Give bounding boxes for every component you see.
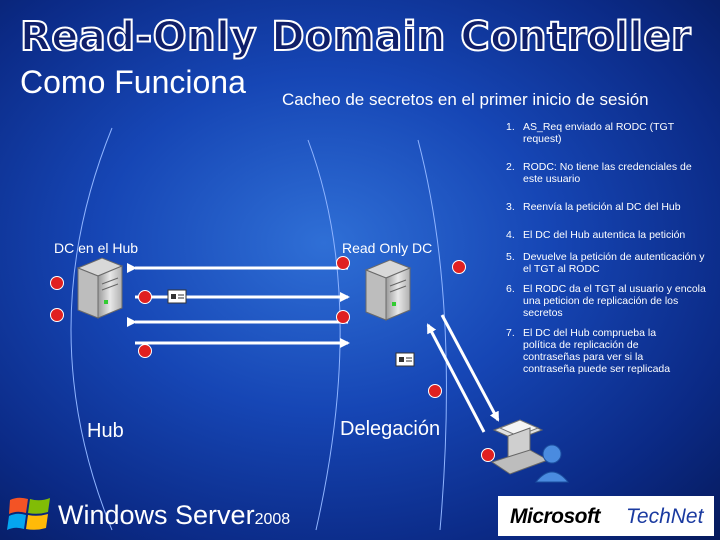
step-text: Reenvía la petición al DC del Hub bbox=[523, 201, 681, 213]
step-number: 1. bbox=[506, 121, 515, 133]
step-number: 3. bbox=[506, 201, 515, 213]
microsoft-technet-logo: Microsoft TechNet bbox=[498, 496, 714, 536]
step-item: 7. El DC del Hub comprueba la política d… bbox=[506, 327, 711, 375]
arrow-as-req bbox=[426, 323, 486, 433]
arrow-tgt-to-user bbox=[440, 314, 500, 422]
windows-server-text: Windows Server bbox=[58, 500, 255, 530]
step-text: AS_Req enviado al RODC (TGT request) bbox=[523, 121, 674, 145]
delegation-boundary-left bbox=[307, 139, 341, 531]
hub-boundary-curve bbox=[70, 127, 113, 531]
step-number: 5. bbox=[506, 251, 515, 263]
step-badge bbox=[452, 260, 466, 274]
step-badge bbox=[336, 256, 350, 270]
windows-server-year: 2008 bbox=[254, 511, 291, 528]
server-icon-rodc bbox=[364, 259, 412, 321]
step-item: 4. El DC del Hub autentica la petición bbox=[506, 229, 711, 241]
step-number: 2. bbox=[506, 161, 515, 173]
steps-list: 1. AS_Req enviado al RODC (TGT request) … bbox=[506, 121, 711, 375]
windows-flag-icon bbox=[7, 497, 50, 530]
step-item: 6. El RODC da el TGT al usuario y encola… bbox=[506, 283, 711, 319]
label-delegacion: Delegación bbox=[340, 418, 441, 440]
key-document-icon-2 bbox=[395, 352, 415, 367]
step-number: 4. bbox=[506, 229, 515, 241]
section-heading: Cacheo de secretos en el primer inicio d… bbox=[282, 90, 649, 109]
step-item: 1. AS_Req enviado al RODC (TGT request) bbox=[506, 121, 711, 145]
windows-server-wordmark: Windows Server2008 bbox=[58, 500, 290, 531]
label-hub: Hub bbox=[87, 420, 124, 442]
step-number: 6. bbox=[506, 283, 515, 295]
server-icon-hub bbox=[76, 257, 124, 319]
step-text: El DC del Hub comprueba la política de r… bbox=[523, 327, 671, 375]
step-badge bbox=[50, 308, 64, 322]
step-item: 2. RODC: No tiene las credenciales de es… bbox=[506, 161, 711, 185]
step-badge bbox=[481, 448, 495, 462]
step-text: RODC: No tiene las credenciales de este … bbox=[523, 161, 692, 185]
windows-server-logo: Windows Server2008 bbox=[6, 492, 306, 536]
step-item: 5. Devuelve la petición de autenticación… bbox=[506, 251, 711, 275]
microsoft-wordmark: Microsoft bbox=[510, 505, 601, 528]
step-badge bbox=[50, 276, 64, 290]
slide-subtitle: Como Funciona bbox=[20, 64, 246, 100]
workstation-icon bbox=[490, 419, 550, 475]
step-text: El DC del Hub autentica la petición bbox=[523, 229, 686, 241]
step-text: Devuelve la petición de autenticación y … bbox=[523, 251, 705, 275]
step-badge bbox=[336, 310, 350, 324]
label-dc-hub: DC en el Hub bbox=[54, 240, 139, 256]
step-text: El RODC da el TGT al usuario y encola un… bbox=[523, 283, 706, 319]
step-badge bbox=[428, 384, 442, 398]
label-read-only-dc: Read Only DC bbox=[342, 240, 433, 256]
key-document-icon bbox=[167, 289, 187, 304]
user-icon bbox=[534, 444, 570, 483]
step-item: 3. Reenvía la petición al DC del Hub bbox=[506, 201, 711, 213]
step-number: 7. bbox=[506, 327, 515, 339]
technet-wordmark: TechNet bbox=[626, 505, 704, 528]
slide-title: Read-Only Domain Controller bbox=[19, 13, 692, 61]
step-badge bbox=[138, 344, 152, 358]
step-badge bbox=[138, 290, 152, 304]
